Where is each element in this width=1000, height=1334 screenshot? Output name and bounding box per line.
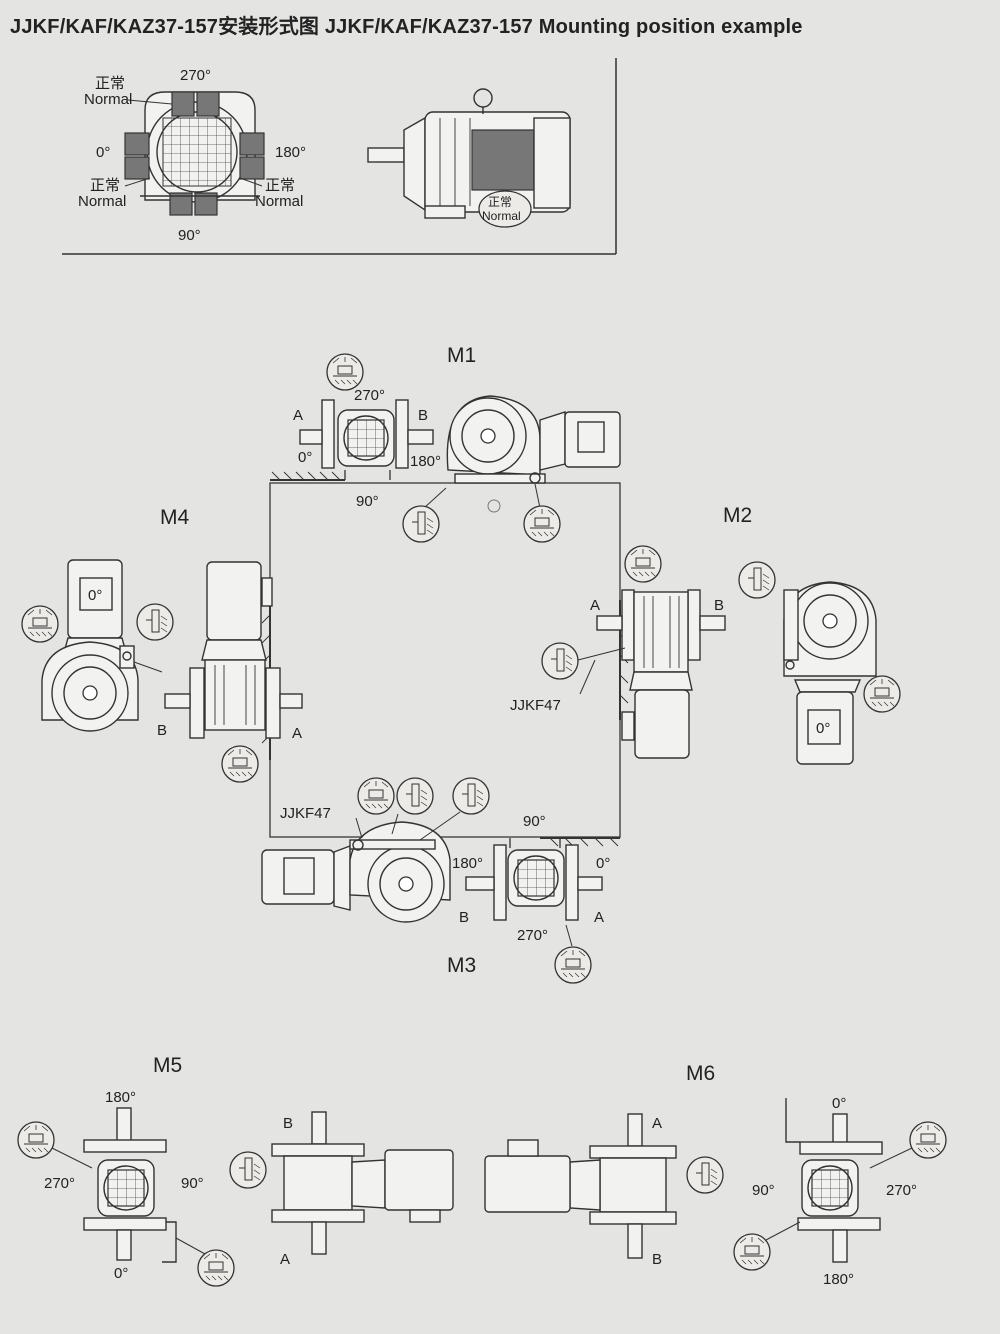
m3-label: M3 [447, 954, 476, 977]
side-normal-cn: 正常 [488, 195, 512, 209]
top-angle-180: 180° [275, 144, 306, 161]
m2-model: JJKF47 [510, 697, 561, 714]
position-m2: M2 A B JJKF47 0° [510, 504, 901, 765]
top-normal-en-1: Normal [84, 91, 132, 108]
m5-side-b: B [283, 1115, 293, 1132]
position-m5: M5 180° 270° 90° 0° B A [17, 1054, 454, 1287]
m6-angle-0: 0° [832, 1095, 846, 1112]
terminal-box-front-view [124, 91, 265, 216]
top-angle-0: 0° [96, 144, 110, 161]
position-m4: M4 0° B A [21, 506, 303, 783]
m6-label: M6 [686, 1062, 715, 1085]
m2-side-a: A [590, 597, 600, 614]
m6-angle-90: 90° [752, 1182, 775, 1199]
page-title: JJKF/KAF/KAZ37-157安装形式图 JJKF/KAF/KAZ37-1… [10, 16, 803, 38]
side-normal-en: Normal [482, 209, 521, 223]
m4-label: M4 [160, 506, 189, 529]
m4-side-b: B [157, 722, 167, 739]
m5-label: M5 [153, 1054, 182, 1077]
m3-model: JJKF47 [280, 805, 331, 822]
m6-side-b: B [652, 1251, 662, 1268]
position-m1: M1 270° A B 0° 180° 90° [293, 344, 621, 543]
m2-label: M2 [723, 504, 752, 527]
motor-side-view [367, 88, 571, 228]
m5-angle-180: 180° [105, 1089, 136, 1106]
m2-angle: 0° [816, 720, 830, 737]
m1-angle-90: 90° [356, 493, 379, 510]
m6-side-a: A [652, 1115, 662, 1132]
top-normal-en-2: Normal [78, 193, 126, 210]
m5-angle-0: 0° [114, 1265, 128, 1282]
m1-side-b: B [418, 407, 428, 424]
position-m6: M6 A B 0° 90° 270° 180° [484, 1062, 947, 1288]
m2-side-b: B [714, 597, 724, 614]
top-normal-en-3: Normal [255, 193, 303, 210]
m4-angle: 0° [88, 587, 102, 604]
m1-label: M1 [447, 344, 476, 367]
m5-angle-270: 270° [44, 1175, 75, 1192]
m3-side-a: A [594, 909, 604, 926]
m3-angle-90: 90° [523, 813, 546, 830]
m1-side-a: A [293, 407, 303, 424]
m3-angle-270: 270° [517, 927, 548, 944]
m1-angle-0: 0° [298, 449, 312, 466]
top-normal-cn-1: 正常 [95, 75, 125, 92]
m1-angle-270: 270° [354, 387, 385, 404]
top-normal-cn-2: 正常 [90, 177, 120, 194]
m5-side-a: A [280, 1251, 290, 1268]
top-example: 270° 正常 Normal 0° 180° 正常 Normal 正常 Norm… [62, 58, 617, 255]
position-m3: M3 JJKF47 90° 180° 0° B A 270° [261, 777, 610, 984]
m5-angle-90: 90° [181, 1175, 204, 1192]
m3-angle-180: 180° [452, 855, 483, 872]
m4-side-a: A [292, 725, 302, 742]
m6-angle-180: 180° [823, 1271, 854, 1288]
m3-angle-0: 0° [596, 855, 610, 872]
top-normal-cn-3: 正常 [265, 177, 295, 194]
top-angle-90: 90° [178, 227, 201, 244]
m3-side-b: B [459, 909, 469, 926]
m6-angle-270: 270° [886, 1182, 917, 1199]
top-angle-270: 270° [180, 67, 211, 84]
m1-angle-180: 180° [410, 453, 441, 470]
